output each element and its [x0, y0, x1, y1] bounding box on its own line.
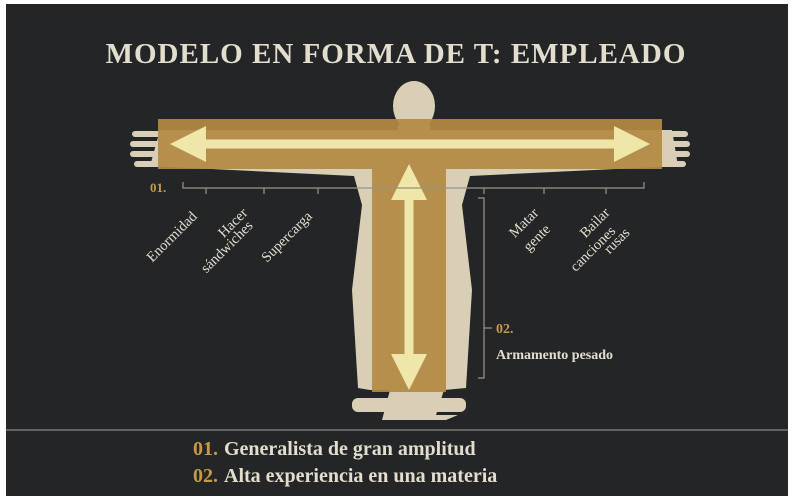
legend-item-2: 02.Alta experiencia en una materia	[193, 465, 497, 487]
deep-skill-label: Armamento pesado	[496, 348, 613, 363]
breadth-marker: 01.	[150, 180, 166, 195]
breadth-bracket	[182, 182, 645, 194]
depth-marker: 02.	[496, 322, 514, 337]
diagram-title: MODELO EN FORMA DE T: EMPLEADO	[106, 38, 687, 70]
depth-bracket	[478, 197, 485, 379]
legend: 01.Generalista de gran amplitud 02.Alta …	[193, 438, 497, 487]
legend-item-1: 01.Generalista de gran amplitud	[193, 438, 476, 460]
